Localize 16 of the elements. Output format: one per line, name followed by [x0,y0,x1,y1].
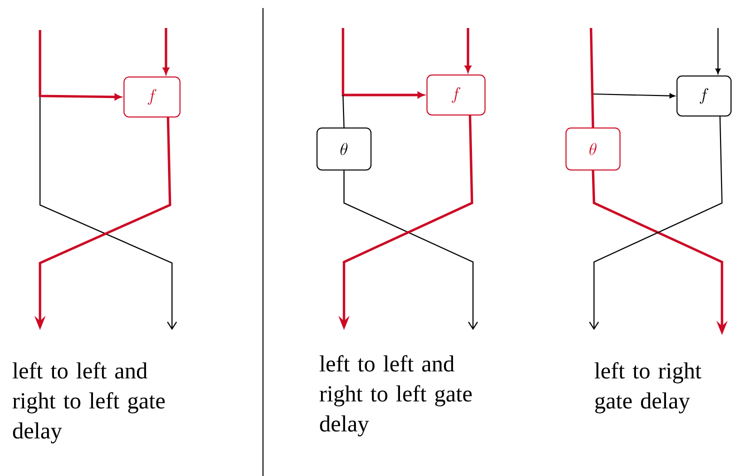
arrow [343,170,478,330]
arrow [589,116,723,330]
caption: left to right gate delay [594,362,702,414]
arrow [592,93,676,98]
operator-box: $f$ [124,76,180,118]
caption: left to left and right to left gate delay [320,355,472,436]
arrow [38,30,122,100]
operator-box: $f$ [426,74,486,116]
arrow [464,28,472,72]
operator-box: $\theta$ [566,128,620,170]
operator-box: $\theta$ [316,128,372,170]
operator-box: $f$ [676,76,732,116]
arrow [342,28,424,98]
caption: left to left and right to left gate delay [12,362,165,444]
arrow [162,28,170,74]
arrow [715,28,721,74]
